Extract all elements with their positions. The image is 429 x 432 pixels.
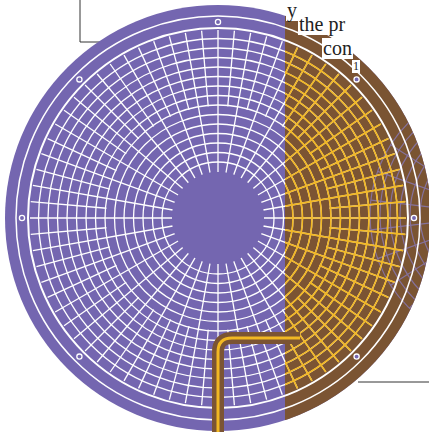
white-grid-spoke — [320, 265, 389, 297]
white-grid-spoke — [139, 320, 171, 389]
white-grid-spoke — [185, 33, 210, 173]
yellow-grid-spoke — [285, 217, 406, 219]
overlap-spoke — [409, 244, 429, 309]
white-grid-spoke — [265, 320, 297, 389]
yellow-grid-spoke — [330, 202, 406, 209]
white-grid-spoke — [185, 263, 210, 403]
white-grid-spoke — [263, 185, 403, 210]
yellow-grid-spoke — [285, 241, 381, 312]
yellow-grid-spoke — [285, 97, 362, 188]
text-fragment: y — [286, 0, 298, 21]
white-grid-spoke — [202, 330, 209, 406]
screw-hole — [19, 215, 24, 220]
screw-hole — [354, 354, 359, 359]
screw-hole — [77, 354, 82, 359]
text-fragment: 1 — [352, 60, 360, 73]
white-grid-spoke — [30, 217, 172, 218]
white-grid-spoke — [264, 217, 406, 218]
yellow-grid-spoke — [326, 247, 399, 267]
white-grid-spoke — [226, 33, 251, 173]
white-grid-spoke — [36, 169, 109, 189]
white-grid-spoke — [154, 261, 203, 394]
hub — [172, 172, 264, 264]
yellow-grid-spoke — [285, 320, 297, 389]
screw-hole — [411, 215, 416, 220]
text-fragment: the pr — [298, 14, 346, 35]
yellow-grid-spoke — [285, 154, 395, 203]
yellow-grid-spoke — [285, 74, 339, 183]
yellow-grid-spoke — [320, 139, 389, 171]
text-fragment: con — [322, 38, 353, 59]
white-grid-spoke — [326, 247, 399, 267]
white-grid-spoke — [36, 247, 109, 267]
white-grid-spoke — [217, 30, 218, 172]
white-grid-spoke — [326, 169, 399, 189]
lead-path — [218, 338, 300, 432]
white-grid-spoke — [41, 234, 174, 283]
white-grid-spoke — [124, 258, 195, 381]
overlap-spoke — [409, 122, 429, 187]
white-grid-spoke — [74, 248, 183, 339]
white-grid-spoke — [234, 41, 283, 174]
white-grid-spoke — [320, 139, 389, 171]
white-grid-spoke — [55, 241, 178, 312]
white-grid-spoke — [169, 36, 189, 109]
white-grid-spoke — [139, 48, 171, 117]
screw-hole — [215, 19, 220, 24]
screw-hole — [77, 77, 82, 82]
screw-hole — [354, 77, 359, 82]
yellow-grid-spoke — [285, 248, 362, 339]
yellow-grid-spoke — [285, 226, 403, 251]
white-grid-spoke — [55, 124, 178, 195]
white-grid-spoke — [265, 48, 297, 117]
white-grid-spoke — [169, 326, 189, 399]
white-grid-spoke — [41, 154, 174, 203]
yellow-grid-spoke — [285, 258, 312, 381]
white-grid-spoke — [263, 226, 403, 251]
white-grid-spoke — [31, 228, 107, 235]
white-grid-ring — [162, 162, 274, 274]
white-grid-spoke — [154, 41, 203, 174]
yellow-grid-spoke — [285, 253, 339, 362]
yellow-grid — [285, 30, 406, 406]
white-grid-spoke — [124, 55, 195, 178]
white-grid-spoke — [247, 36, 267, 109]
white-grid-spoke — [48, 139, 117, 171]
white-grid-spoke — [234, 261, 283, 394]
white-grid-spoke — [97, 74, 188, 183]
yellow-grid-spoke — [285, 124, 381, 195]
yellow-grid-spoke — [330, 228, 406, 235]
white-grid-spoke — [33, 185, 173, 210]
white-grid-spoke — [48, 265, 117, 297]
white-grid-spoke — [33, 226, 173, 251]
white-grid-spoke — [202, 31, 209, 107]
white-grid-ring — [153, 153, 284, 284]
yellow-grid-spoke — [326, 169, 399, 189]
white-grid-spoke — [31, 202, 107, 209]
overlap-arc — [420, 135, 429, 295]
white-grid-spoke — [228, 31, 235, 107]
yellow-grid-spoke — [320, 265, 389, 297]
